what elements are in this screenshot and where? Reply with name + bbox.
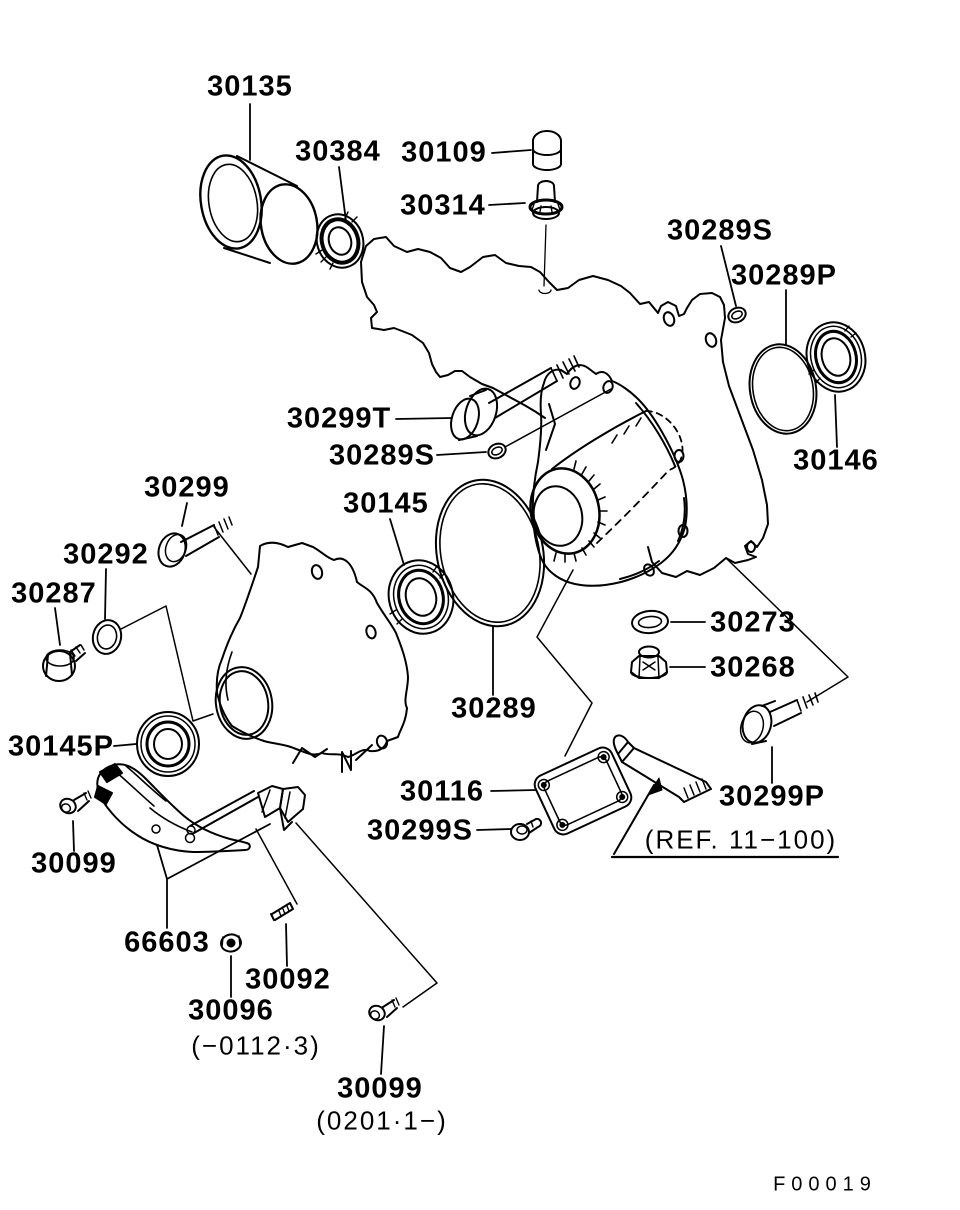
part-label-30146: 30146 bbox=[793, 444, 879, 477]
part-bracket-66603 bbox=[94, 763, 259, 853]
transfer-housing-dome bbox=[529, 364, 689, 587]
part-shift-fork-end bbox=[257, 785, 306, 831]
part-bolt-30299 bbox=[157, 516, 233, 568]
note-label-ref11100: (REF. 11−100) bbox=[644, 824, 838, 855]
part-label-30092: 30092 bbox=[245, 963, 331, 996]
leader-lines bbox=[54, 103, 849, 1075]
part-washer-30292 bbox=[91, 619, 123, 655]
note-label-01123: (−0112·3) bbox=[191, 1030, 321, 1061]
part-stud-30092 bbox=[270, 902, 294, 921]
part-label-30287: 30287 bbox=[11, 577, 97, 610]
part-plug-30314 bbox=[528, 180, 564, 220]
part-label-30116: 30116 bbox=[399, 775, 485, 808]
part-label-30268: 30268 bbox=[710, 651, 796, 684]
part-seal-30146 bbox=[805, 321, 867, 393]
front-cover-outline bbox=[214, 541, 409, 773]
part-label-30289: 30289 bbox=[451, 692, 537, 725]
part-cap-30109 bbox=[532, 130, 562, 171]
part-label-30109: 30109 bbox=[401, 136, 487, 169]
part-label-30145p: 30145P bbox=[8, 730, 114, 763]
part-bolt-30299t bbox=[450, 355, 580, 441]
part-label-30292: 30292 bbox=[63, 538, 149, 571]
engine-case-outline bbox=[360, 236, 769, 578]
part-sleeve-30135 bbox=[199, 154, 319, 265]
part-label-30299p: 30299P bbox=[719, 780, 825, 813]
part-nut-30096 bbox=[220, 933, 242, 953]
part-seal-30384 bbox=[315, 211, 365, 270]
part-label-30314: 30314 bbox=[400, 189, 486, 222]
part-oring-30289s-mid bbox=[487, 442, 507, 460]
part-label-30135: 30135 bbox=[207, 70, 293, 103]
part-label-66603: 66603 bbox=[124, 926, 210, 959]
part-oring-30273 bbox=[631, 609, 669, 635]
part-plug-30287 bbox=[42, 644, 86, 682]
part-label-30099: 30099 bbox=[337, 1072, 423, 1105]
part-sealant-tube bbox=[612, 734, 712, 803]
part-label-30145: 30145 bbox=[343, 487, 429, 520]
part-label-30299t: 30299T bbox=[286, 402, 392, 435]
part-nut-30268 bbox=[630, 645, 668, 679]
part-seal-30145p bbox=[136, 711, 200, 777]
part-label-30289s: 30289S bbox=[329, 439, 435, 472]
part-gasket-oring-30289 bbox=[434, 478, 546, 628]
part-screw-30099-left bbox=[59, 790, 92, 815]
part-label-30096: 30096 bbox=[188, 994, 274, 1027]
part-label-30299s: 30299S bbox=[367, 814, 473, 847]
part-gasket-30116 bbox=[533, 746, 633, 836]
part-label-30289p: 30289P bbox=[731, 259, 837, 292]
part-screw-30299s-bottom bbox=[510, 817, 543, 841]
part-oring-30289s-top bbox=[727, 306, 747, 324]
part-label-30299: 30299 bbox=[144, 471, 230, 504]
note-label-02011: (0201·1−) bbox=[316, 1105, 448, 1136]
figure-code: F00019 bbox=[773, 1173, 877, 1196]
part-label-30289s: 30289S bbox=[667, 214, 773, 247]
part-screw-30099-bottom bbox=[368, 997, 400, 1022]
reference-arrow bbox=[610, 777, 840, 859]
part-label-30273: 30273 bbox=[710, 606, 796, 639]
part-label-30099: 30099 bbox=[31, 847, 117, 880]
part-bolt-30299p bbox=[739, 692, 819, 745]
part-label-30384: 30384 bbox=[295, 135, 381, 168]
